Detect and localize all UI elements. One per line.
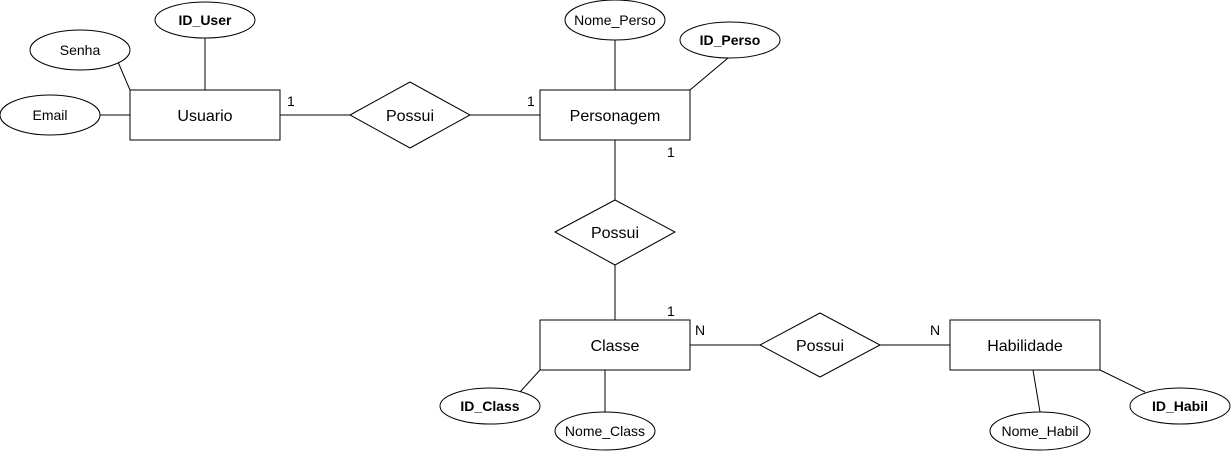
attribute-nome-class-label: Nome_Class	[565, 423, 645, 439]
attribute-senha-label: Senha	[60, 42, 101, 58]
entity-usuario[interactable]: Usuario	[129, 89, 281, 141]
attribute-id-class-label: ID_Class	[460, 398, 519, 414]
attribute-id-perso[interactable]: ID_Perso	[679, 21, 781, 59]
entity-classe-label: Classe	[591, 338, 640, 355]
attribute-senha[interactable]: Senha	[29, 29, 131, 71]
attribute-nome-perso-label: Nome_Perso	[574, 12, 656, 28]
cardinality-personagem-left: 1	[527, 93, 535, 109]
attribute-id-user[interactable]: ID_User	[154, 1, 256, 39]
entity-usuario-label: Usuario	[177, 108, 232, 125]
cardinality-personagem-bottom: 1	[667, 144, 675, 160]
entity-personagem-label: Personagem	[570, 108, 661, 125]
line-idperso-personagem	[689, 57, 729, 91]
cardinality-habilidade-left: N	[930, 322, 940, 338]
attribute-nome-habil[interactable]: Nome_Habil	[989, 411, 1091, 451]
line-idclass-classe	[519, 369, 541, 393]
cardinality-classe-right: N	[695, 322, 705, 338]
connectors	[100, 38, 1146, 413]
cardinality-classe-top: 1	[667, 303, 675, 319]
relationship-classe-habilidade[interactable]: Possui	[758, 312, 882, 378]
attribute-nome-habil-label: Nome_Habil	[1001, 423, 1078, 439]
entity-classe[interactable]: Classe	[539, 319, 691, 371]
line-senha-usuario	[117, 61, 131, 91]
line-idhabil-habilidade	[1099, 369, 1146, 393]
relationship-classe-habilidade-label: Possui	[796, 338, 844, 355]
attribute-id-class[interactable]: ID_Class	[439, 387, 541, 425]
attribute-nome-perso[interactable]: Nome_Perso	[564, 0, 666, 41]
attribute-id-user-label: ID_User	[179, 12, 232, 28]
relationship-usuario-personagem[interactable]: Possui	[348, 81, 472, 149]
attribute-id-habil-label: ID_Habil	[1152, 398, 1208, 414]
relationship-personagem-classe-label: Possui	[591, 225, 639, 242]
entity-habilidade-label: Habilidade	[987, 338, 1063, 355]
entity-personagem[interactable]: Personagem	[539, 89, 691, 141]
attribute-email[interactable]: Email	[0, 94, 101, 136]
line-nomehabil-habilidade	[1032, 369, 1041, 413]
attribute-nome-class[interactable]: Nome_Class	[554, 411, 656, 451]
relationship-usuario-personagem-label: Possui	[386, 108, 434, 125]
attribute-email-label: Email	[32, 107, 67, 123]
attribute-id-perso-label: ID_Perso	[700, 32, 761, 48]
entity-habilidade[interactable]: Habilidade	[949, 319, 1101, 371]
relationship-personagem-classe[interactable]: Possui	[553, 199, 677, 266]
cardinality-usuario: 1	[287, 93, 295, 109]
attribute-id-habil[interactable]: ID_Habil	[1129, 387, 1231, 425]
